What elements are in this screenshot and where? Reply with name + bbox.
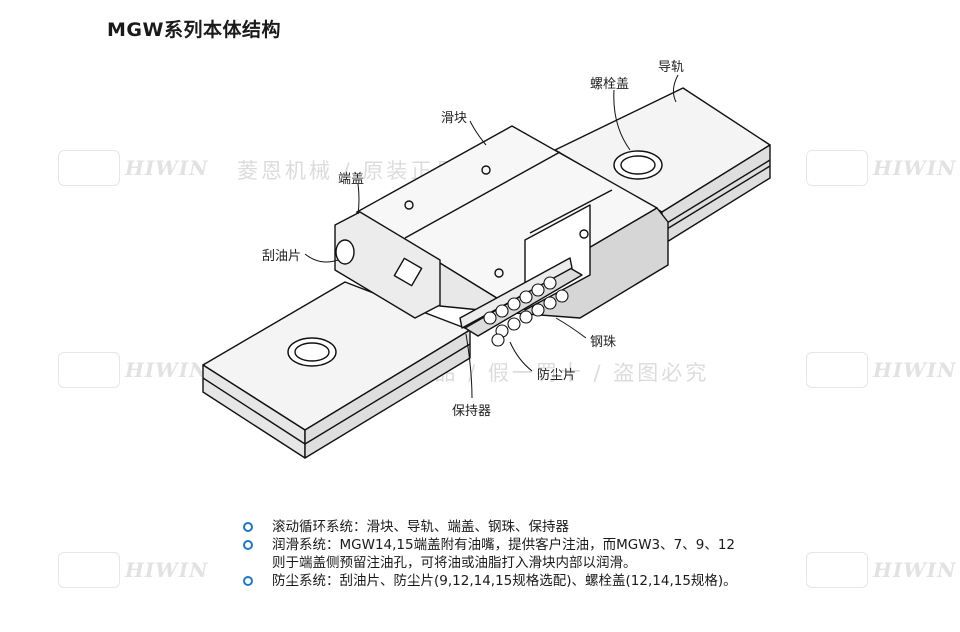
scraper-circle — [335, 239, 355, 265]
ball — [491, 333, 505, 347]
watermark-logo — [806, 552, 868, 588]
end-cap-plate — [393, 257, 423, 287]
ball — [543, 296, 557, 310]
rail-groove-front — [202, 343, 471, 445]
ball-row — [483, 276, 569, 347]
leader-ball — [555, 317, 587, 339]
label-ball: 钢珠 — [590, 335, 617, 350]
label-rail: 导轨 — [658, 60, 685, 75]
ball — [555, 289, 569, 303]
watermark-brand: HIWIN — [873, 558, 957, 582]
ball — [495, 304, 509, 318]
watermark-logo — [806, 352, 868, 388]
watermark-logo — [58, 552, 120, 588]
label-retainer: 保持器 — [452, 404, 492, 419]
ball — [519, 310, 533, 324]
screw-hole — [494, 268, 504, 278]
note-line: 则于端盖侧预留注油孔，可将油或油脂打入滑块内部以润滑。 — [272, 555, 637, 571]
label-block: 滑块 — [441, 111, 468, 126]
note-item: 防尘系统：刮油片、防尘片(9,12,14,15规格选配)、螺栓盖(12,14,1… — [243, 572, 737, 590]
rail-groove-back — [661, 159, 771, 233]
bullet-icon — [243, 576, 253, 586]
label-dust-plate: 防尘片 — [537, 368, 577, 383]
page-title: MGW系列本体结构 — [107, 19, 281, 41]
watermark-brand: HIWIN — [873, 156, 957, 180]
note-item: 滚动循环系统：滑块、导轨、端盖、钢珠、保持器 — [243, 518, 737, 536]
leader-scraper — [304, 253, 339, 263]
leader-end-cap — [357, 183, 360, 215]
note-item: 润滑系统：MGW14,15端盖附有油嘴，提供客户注油，而MGW3、7、9、12 … — [243, 536, 737, 572]
retainer — [459, 257, 573, 329]
leader-dust-plate — [509, 341, 533, 372]
screw-hole — [481, 165, 491, 175]
ball — [543, 276, 557, 290]
note-line: 滚动循环系统：滑块、导轨、端盖、钢珠、保持器 — [272, 519, 569, 535]
bullet-icon — [243, 522, 253, 532]
bullet-icon — [243, 540, 253, 550]
label-bolt-cap: 螺栓盖 — [590, 77, 630, 92]
leader-rail — [672, 74, 679, 103]
watermark-brand: HIWIN — [125, 358, 209, 382]
screw-hole — [404, 200, 414, 210]
linear-guide-diagram — [202, 74, 771, 459]
end-cap — [334, 211, 441, 319]
note-line: 防尘系统：刮油片、防尘片(9,12,14,15规格选配)、螺栓盖(12,14,1… — [272, 573, 737, 589]
watermark-brand: HIWIN — [125, 558, 209, 582]
ball — [507, 297, 521, 311]
watermark-logo — [806, 150, 868, 186]
watermark-logo — [58, 150, 120, 186]
block-inner-lines — [404, 151, 613, 239]
ball — [531, 303, 545, 317]
note-line: 润滑系统：MGW14,15端盖附有油嘴，提供客户注油，而MGW3、7、9、12 — [272, 537, 736, 553]
ball — [519, 290, 533, 304]
watermark-brand: HIWIN — [873, 358, 957, 382]
ball — [483, 311, 497, 325]
watermark-logo — [58, 352, 120, 388]
leader-bolt-cap — [613, 89, 631, 151]
leader-block — [469, 120, 487, 146]
screw-hole — [579, 229, 589, 239]
notes-list: 滚动循环系统：滑块、导轨、端盖、钢珠、保持器 润滑系统：MGW14,15端盖附有… — [243, 518, 737, 590]
ball — [507, 317, 521, 331]
label-end-cap: 端盖 — [338, 172, 365, 187]
ball — [531, 283, 545, 297]
leader-retainer — [465, 333, 473, 399]
watermark-brand: HIWIN — [125, 156, 209, 180]
label-scraper: 刮油片 — [262, 249, 302, 264]
